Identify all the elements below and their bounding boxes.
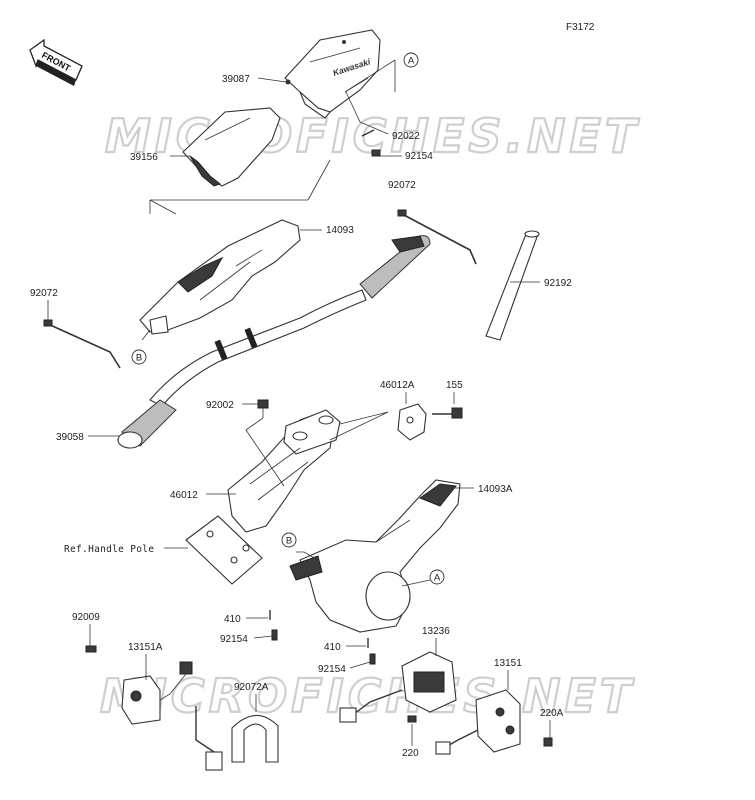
callout-a-top: A <box>403 52 419 68</box>
callout-a-mid: A <box>429 569 445 585</box>
part-label-92009: 92009 <box>72 612 100 623</box>
part-label-14093a: 14093A <box>478 484 513 495</box>
callout-b-mid: B <box>281 532 297 548</box>
part-label-46012: 46012 <box>170 490 198 501</box>
leader-lines <box>47 59 551 746</box>
part-label-410-right: 410 <box>324 642 341 653</box>
svg-text:A: A <box>434 573 441 584</box>
bolt-155-part <box>432 407 463 419</box>
switch-right-part <box>435 689 553 755</box>
lower-cover-part <box>289 479 461 633</box>
meter-cover-part <box>182 107 281 187</box>
front-arrow-icon: FRONT <box>29 38 83 86</box>
part-label-92154-right: 92154 <box>318 664 346 675</box>
tube-part <box>485 230 540 341</box>
part-label-220: 220 <box>402 748 419 759</box>
part-label-13151a: 13151A <box>128 642 163 653</box>
part-label-92154-mid: 92154 <box>220 634 248 645</box>
watermark-bottom: MICROFICHES.NET <box>100 669 635 723</box>
part-label-92192: 92192 <box>544 278 572 289</box>
part-label-39087: 39087 <box>222 74 250 85</box>
part-label-13151: 13151 <box>494 658 522 669</box>
handle-cover-part <box>139 219 301 335</box>
handlebar-part <box>117 235 431 449</box>
part-label-155: 155 <box>446 380 463 391</box>
handle-pole-plate-part <box>185 515 263 585</box>
cable-tie-left-part <box>43 319 121 369</box>
part-label-39058: 39058 <box>56 432 84 443</box>
part-label-92022: 92022 <box>392 131 420 142</box>
svg-text:B: B <box>286 536 292 547</box>
screw-set-right-part <box>367 638 376 665</box>
part-label-13236: 13236 <box>422 626 450 637</box>
clamp-part <box>397 403 427 441</box>
svg-text:B: B <box>136 353 142 364</box>
svg-text:A: A <box>408 56 415 67</box>
clamp-band-part <box>195 706 279 771</box>
part-label-92002: 92002 <box>206 400 234 411</box>
part-label-39156: 39156 <box>130 152 158 163</box>
callout-b-left: B <box>131 349 147 365</box>
part-label-14093: 14093 <box>326 225 354 236</box>
part-label-410-mid: 410 <box>224 614 241 625</box>
cable-tie-right-part <box>397 209 477 265</box>
figure-code: F3172 <box>566 22 595 33</box>
part-label-92072-right: 92072 <box>388 180 416 191</box>
reference-label: Ref.Handle Pole <box>64 544 154 555</box>
handle-holder-part <box>227 409 341 533</box>
bolt-92002-part <box>257 399 269 418</box>
part-label-46012a: 46012A <box>380 380 415 391</box>
screw-top-part <box>361 129 381 157</box>
switch-left-part <box>85 645 193 725</box>
part-label-92072-left: 92072 <box>30 288 58 299</box>
part-label-92154-top: 92154 <box>405 151 433 162</box>
part-label-220a: 220A <box>540 708 564 719</box>
clip-39087-icon <box>285 79 291 85</box>
switch-assy-part <box>339 651 457 723</box>
part-label-92072a: 92072A <box>234 682 269 693</box>
upper-cover-part: Kawasaki <box>284 29 381 119</box>
screw-set-mid-part <box>269 610 278 641</box>
